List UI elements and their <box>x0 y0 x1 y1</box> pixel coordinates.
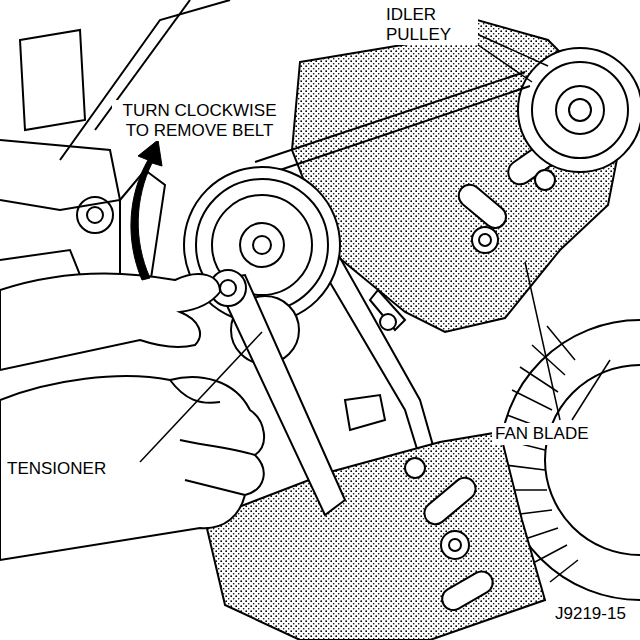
turn-arrow <box>131 140 162 280</box>
figure-number: J9219-15 <box>552 603 629 625</box>
part-name: IDLER PULLEY <box>383 4 478 45</box>
lower-bracket-bolts <box>405 458 497 614</box>
part-name: TENSIONER <box>4 458 109 480</box>
hands <box>0 273 264 560</box>
label-holder: TURN CLOCKWISE TO REMOVE BELT <box>112 100 287 141</box>
leader-lines <box>140 30 610 462</box>
idler-pulley <box>518 48 640 172</box>
label-holder: FAN BLADE <box>492 423 632 445</box>
label-holder: J9219-15 <box>552 603 636 625</box>
label-holder: TENSIONER <box>4 458 144 480</box>
instruction-note: TURN CLOCKWISE TO REMOVE BELT <box>112 100 287 141</box>
part-name: FAN BLADE <box>492 423 592 445</box>
label-holder: IDLER PULLEY <box>383 4 478 45</box>
